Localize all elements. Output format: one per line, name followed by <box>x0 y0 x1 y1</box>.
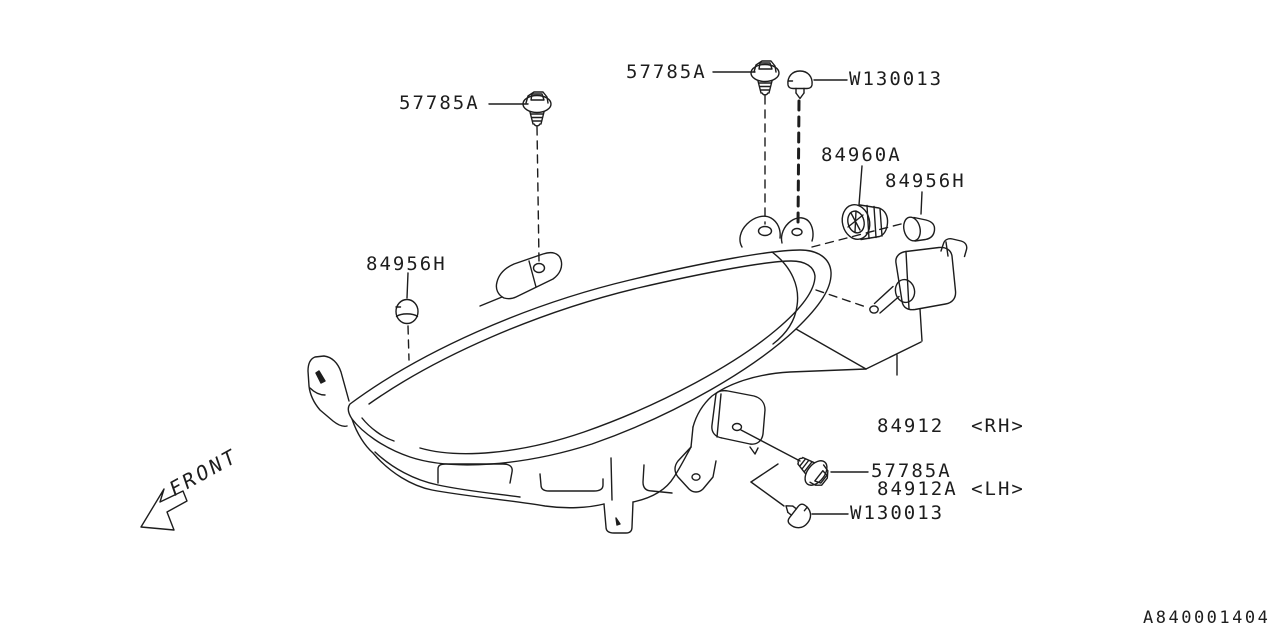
part-label-clip-lower[interactable]: W130013 <box>850 502 945 524</box>
push-clip-icon <box>777 495 816 534</box>
cap-right-icon <box>903 216 936 242</box>
flange-bolt-icon <box>522 91 552 127</box>
part-label-bulb-socket[interactable]: 84960A <box>821 144 902 166</box>
part-label-bolt-upper-left[interactable]: 57785A <box>399 92 480 114</box>
part-label-headlamp-assembly[interactable]: 84912 <RH> 84912A <LH> <box>877 374 1025 542</box>
part-label-headlamp-rh[interactable]: 84912 <RH> <box>877 415 1025 437</box>
leader-lines <box>406 71 923 515</box>
part-label-bolt-upper-right[interactable]: 57785A <box>626 61 707 83</box>
bulb-socket-icon <box>841 204 889 241</box>
flange-bolt-icon <box>750 60 780 96</box>
part-label-bolt-lower[interactable]: 57785A <box>871 460 952 482</box>
leveling-motor-drawing <box>869 238 968 342</box>
dashed-assembly-line-thick <box>796 99 801 228</box>
dashed-assembly-lines <box>407 95 902 361</box>
flange-bolt-icon <box>789 447 835 493</box>
part-label-headlamp-lh[interactable]: 84912A <LH> <box>877 478 1025 500</box>
part-label-cap-right[interactable]: 84956H <box>885 170 966 192</box>
headlamp-assembly-drawing <box>307 215 922 534</box>
cap-left-icon <box>395 298 419 325</box>
drawing-number: A840001404 <box>1143 608 1271 628</box>
part-label-cap-left[interactable]: 84956H <box>366 253 447 275</box>
push-clip-icon <box>787 70 813 100</box>
part-label-clip-upper[interactable]: W130013 <box>849 68 944 90</box>
front-direction-arrow-icon <box>140 488 188 531</box>
